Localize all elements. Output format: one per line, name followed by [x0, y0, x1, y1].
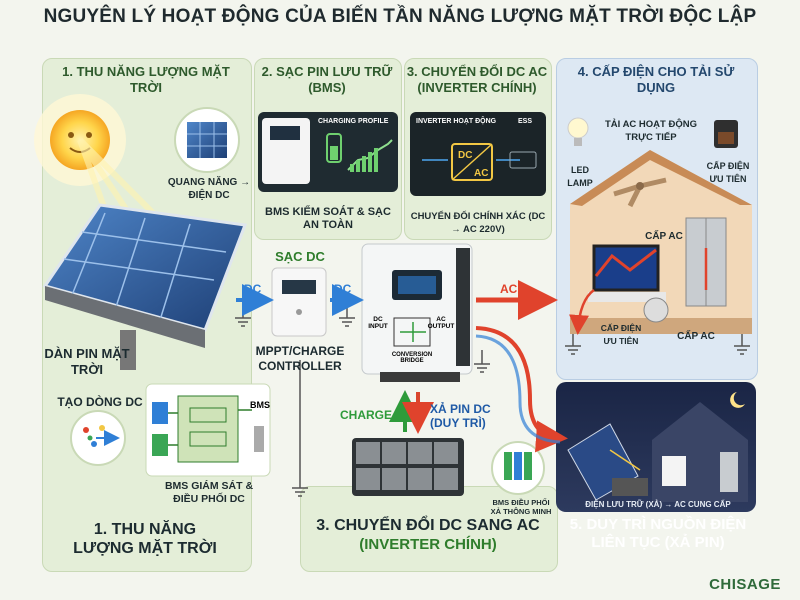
section-3-header-line2: (INVERTER CHÍNH)	[417, 80, 537, 95]
bms-small-label: BMS	[250, 400, 270, 410]
mppt-controller-icon	[271, 267, 327, 337]
svg-text:AC: AC	[474, 168, 488, 179]
led-lamp-label: LED LAMP	[567, 165, 593, 188]
ac-output-label: AC OUTPUT	[427, 316, 455, 330]
section-4-header: 4. CẤP ĐIỆN CHO TẢI SỬ DỤNG	[577, 64, 735, 95]
ground-icon	[292, 360, 308, 497]
night-caption: ĐIỆN LƯU TRỮ (XẢ) → AC CUNG CẤP	[585, 500, 731, 509]
inverter-working-label: INVERTER HOẠT ĐỘNG	[416, 118, 497, 125]
dc-flow-icon	[70, 410, 126, 466]
bottom-center-panel	[300, 486, 558, 572]
sac-dc-label: SẠC DC	[275, 249, 325, 264]
svg-text:DC: DC	[458, 150, 472, 161]
cap-ac-label-1: CẤP AC	[645, 231, 683, 242]
solar-array-label: DÀN PIN MẶT TRỜI	[44, 346, 130, 377]
ess-label: ESS	[518, 118, 533, 125]
dc-input-label: DC INPUT	[368, 316, 388, 330]
precise-conversion-label: CHUYỂN ĐỔI CHÍNH XÁC (DC → AC 220V)	[410, 211, 546, 235]
cap-ac-label-2: CẤP AC	[677, 331, 715, 342]
bms-monitor-label: BMS GIÁM SÁT & ĐIỀU PHỐI DC	[164, 480, 254, 505]
solar-panel-icon	[42, 203, 248, 370]
ground-icon	[235, 300, 251, 327]
coffee-maker-icon	[714, 120, 738, 148]
small-fan-icon	[643, 297, 669, 323]
bottom-section-3-line1: 3. CHUYỂN ĐỔI DC SANG AC	[316, 517, 540, 534]
inverter-screen-icon: DC AC	[410, 112, 546, 196]
led-lamp-icon	[567, 117, 589, 146]
bms-monitor-icon	[145, 383, 271, 477]
bms-module-icon	[258, 112, 398, 192]
section-2-header: 2. SẠC PIN LƯU TRỮ (BMS)	[256, 64, 398, 96]
bottom-section-5: 5. DUY TRÌ NGUỒN ĐIỆN LIÊN TỤC (XẢ PIN)	[569, 516, 747, 551]
tao-dong-dc-label: TẠO DÒNG DC	[57, 395, 143, 409]
section-2-header-line2: (BMS)	[308, 80, 346, 95]
ground-icon	[339, 300, 355, 327]
panel-cell-label: QUANG NĂNG → ĐIỆN DC	[167, 177, 251, 201]
conversion-bridge-label: CONVERSION BRIDGE	[391, 352, 433, 364]
bms-control-label: BMS KIỂM SOÁT & SẠC AN TOÀN	[265, 206, 391, 231]
ac-label: AC	[500, 282, 518, 296]
fan-icon	[613, 177, 667, 208]
dc-label-2: DC	[334, 282, 352, 296]
page-title: NGUYÊN LÝ HOẠT ĐỘNG CỦA BIẾN TẦN NĂNG LƯ…	[43, 6, 757, 27]
priority-power-label-2: CẤP ĐIỆN ƯU TIÊN	[600, 323, 642, 346]
brand-logo: CHISAGE	[709, 576, 781, 593]
backup-arrow-dc	[475, 334, 561, 444]
priority-power-label: CẤP ĐIỆN ƯU TIÊN	[706, 161, 750, 184]
tv-icon	[588, 244, 666, 302]
night-scene	[556, 382, 756, 512]
section-2-header-line1: 2. SẠC PIN LƯU TRỮ	[261, 64, 393, 79]
bms-smart-icon	[491, 441, 545, 495]
sun-icon	[34, 94, 193, 282]
bottom-section-1: 1. THU NĂNG LƯỢNG MẶT TRỜI	[73, 521, 217, 557]
charging-profile-label: CHARGING PROFILE	[318, 118, 389, 125]
section-1-header: 1. THU NĂNG LƯỢNG MẶT TRỜI	[62, 64, 230, 95]
mppt-label: MPPT/CHARGE CONTROLLER	[255, 344, 345, 373]
dc-label-1: DC	[244, 282, 262, 296]
moon-icon	[730, 392, 745, 408]
charge-label: CHARGE	[340, 408, 393, 422]
ground-icon	[474, 350, 490, 373]
bms-smart-label: BMS ĐIỀU PHỐI XẢ THÔNG MINH	[490, 498, 552, 516]
backup-arrow	[475, 326, 568, 453]
ac-load-direct-label: TẢI AC HOẠT ĐỘNG TRỰC TIẾP	[604, 119, 697, 143]
ground-icon	[734, 330, 750, 355]
inverter-icon	[361, 243, 473, 382]
section-3-header-line1: 3. CHUYỂN ĐỔI DC AC	[406, 64, 548, 79]
section-3-header: 3. CHUYỂN ĐỔI DC AC (INVERTER CHÍNH)	[406, 64, 548, 96]
bottom-section-3: 3. CHUYỂN ĐỔI DC SANG AC (INVERTER CHÍNH…	[300, 516, 556, 554]
solar-cell-icon	[174, 107, 240, 173]
battery-bank-icon	[352, 438, 464, 496]
discharge-label: XẢ PIN DC (DUY TRÌ)	[430, 402, 491, 430]
bottom-section-3-line2: (INVERTER CHÍNH)	[359, 536, 497, 553]
ground-icon	[565, 330, 581, 355]
